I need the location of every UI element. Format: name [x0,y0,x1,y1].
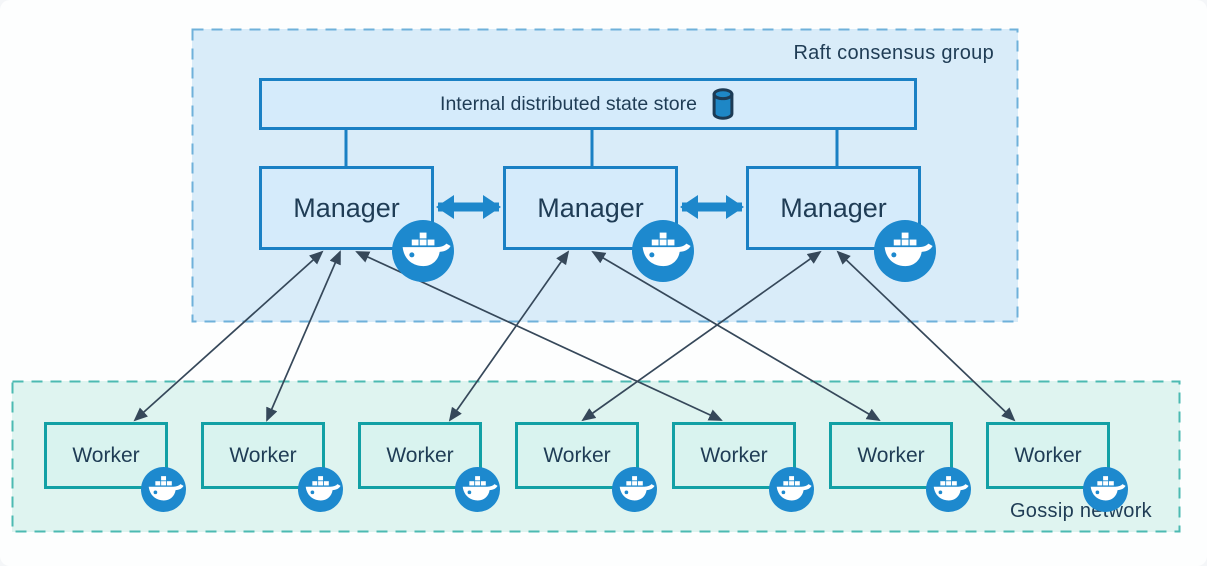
docker-icon [612,467,657,512]
docker-icon [926,467,971,512]
worker-label: Worker [700,443,768,467]
state-store-label: Internal distributed state store [440,92,697,115]
docker-icon [392,220,454,282]
worker-label: Worker [543,443,611,467]
manager-label: Manager [780,192,887,223]
docker-icon [769,467,814,512]
worker-label: Worker [386,443,454,467]
docker-icon [455,467,500,512]
docker-icon [298,467,343,512]
worker-label: Worker [72,443,140,467]
gossip-network-label: Gossip network [1009,500,1152,522]
manager-label: Manager [537,192,644,223]
worker-label: Worker [857,443,925,467]
state-store-node: Internal distributed state store [259,78,917,130]
docker-icon [1083,467,1128,512]
docker-icon [632,220,694,282]
worker-label: Worker [1014,443,1082,467]
worker-label: Worker [229,443,297,467]
docker-icon [141,467,186,512]
docker-icon [874,220,936,282]
database-icon [712,88,734,120]
raft-group-label: Raft consensus group [793,42,994,64]
manager-label: Manager [293,192,400,223]
